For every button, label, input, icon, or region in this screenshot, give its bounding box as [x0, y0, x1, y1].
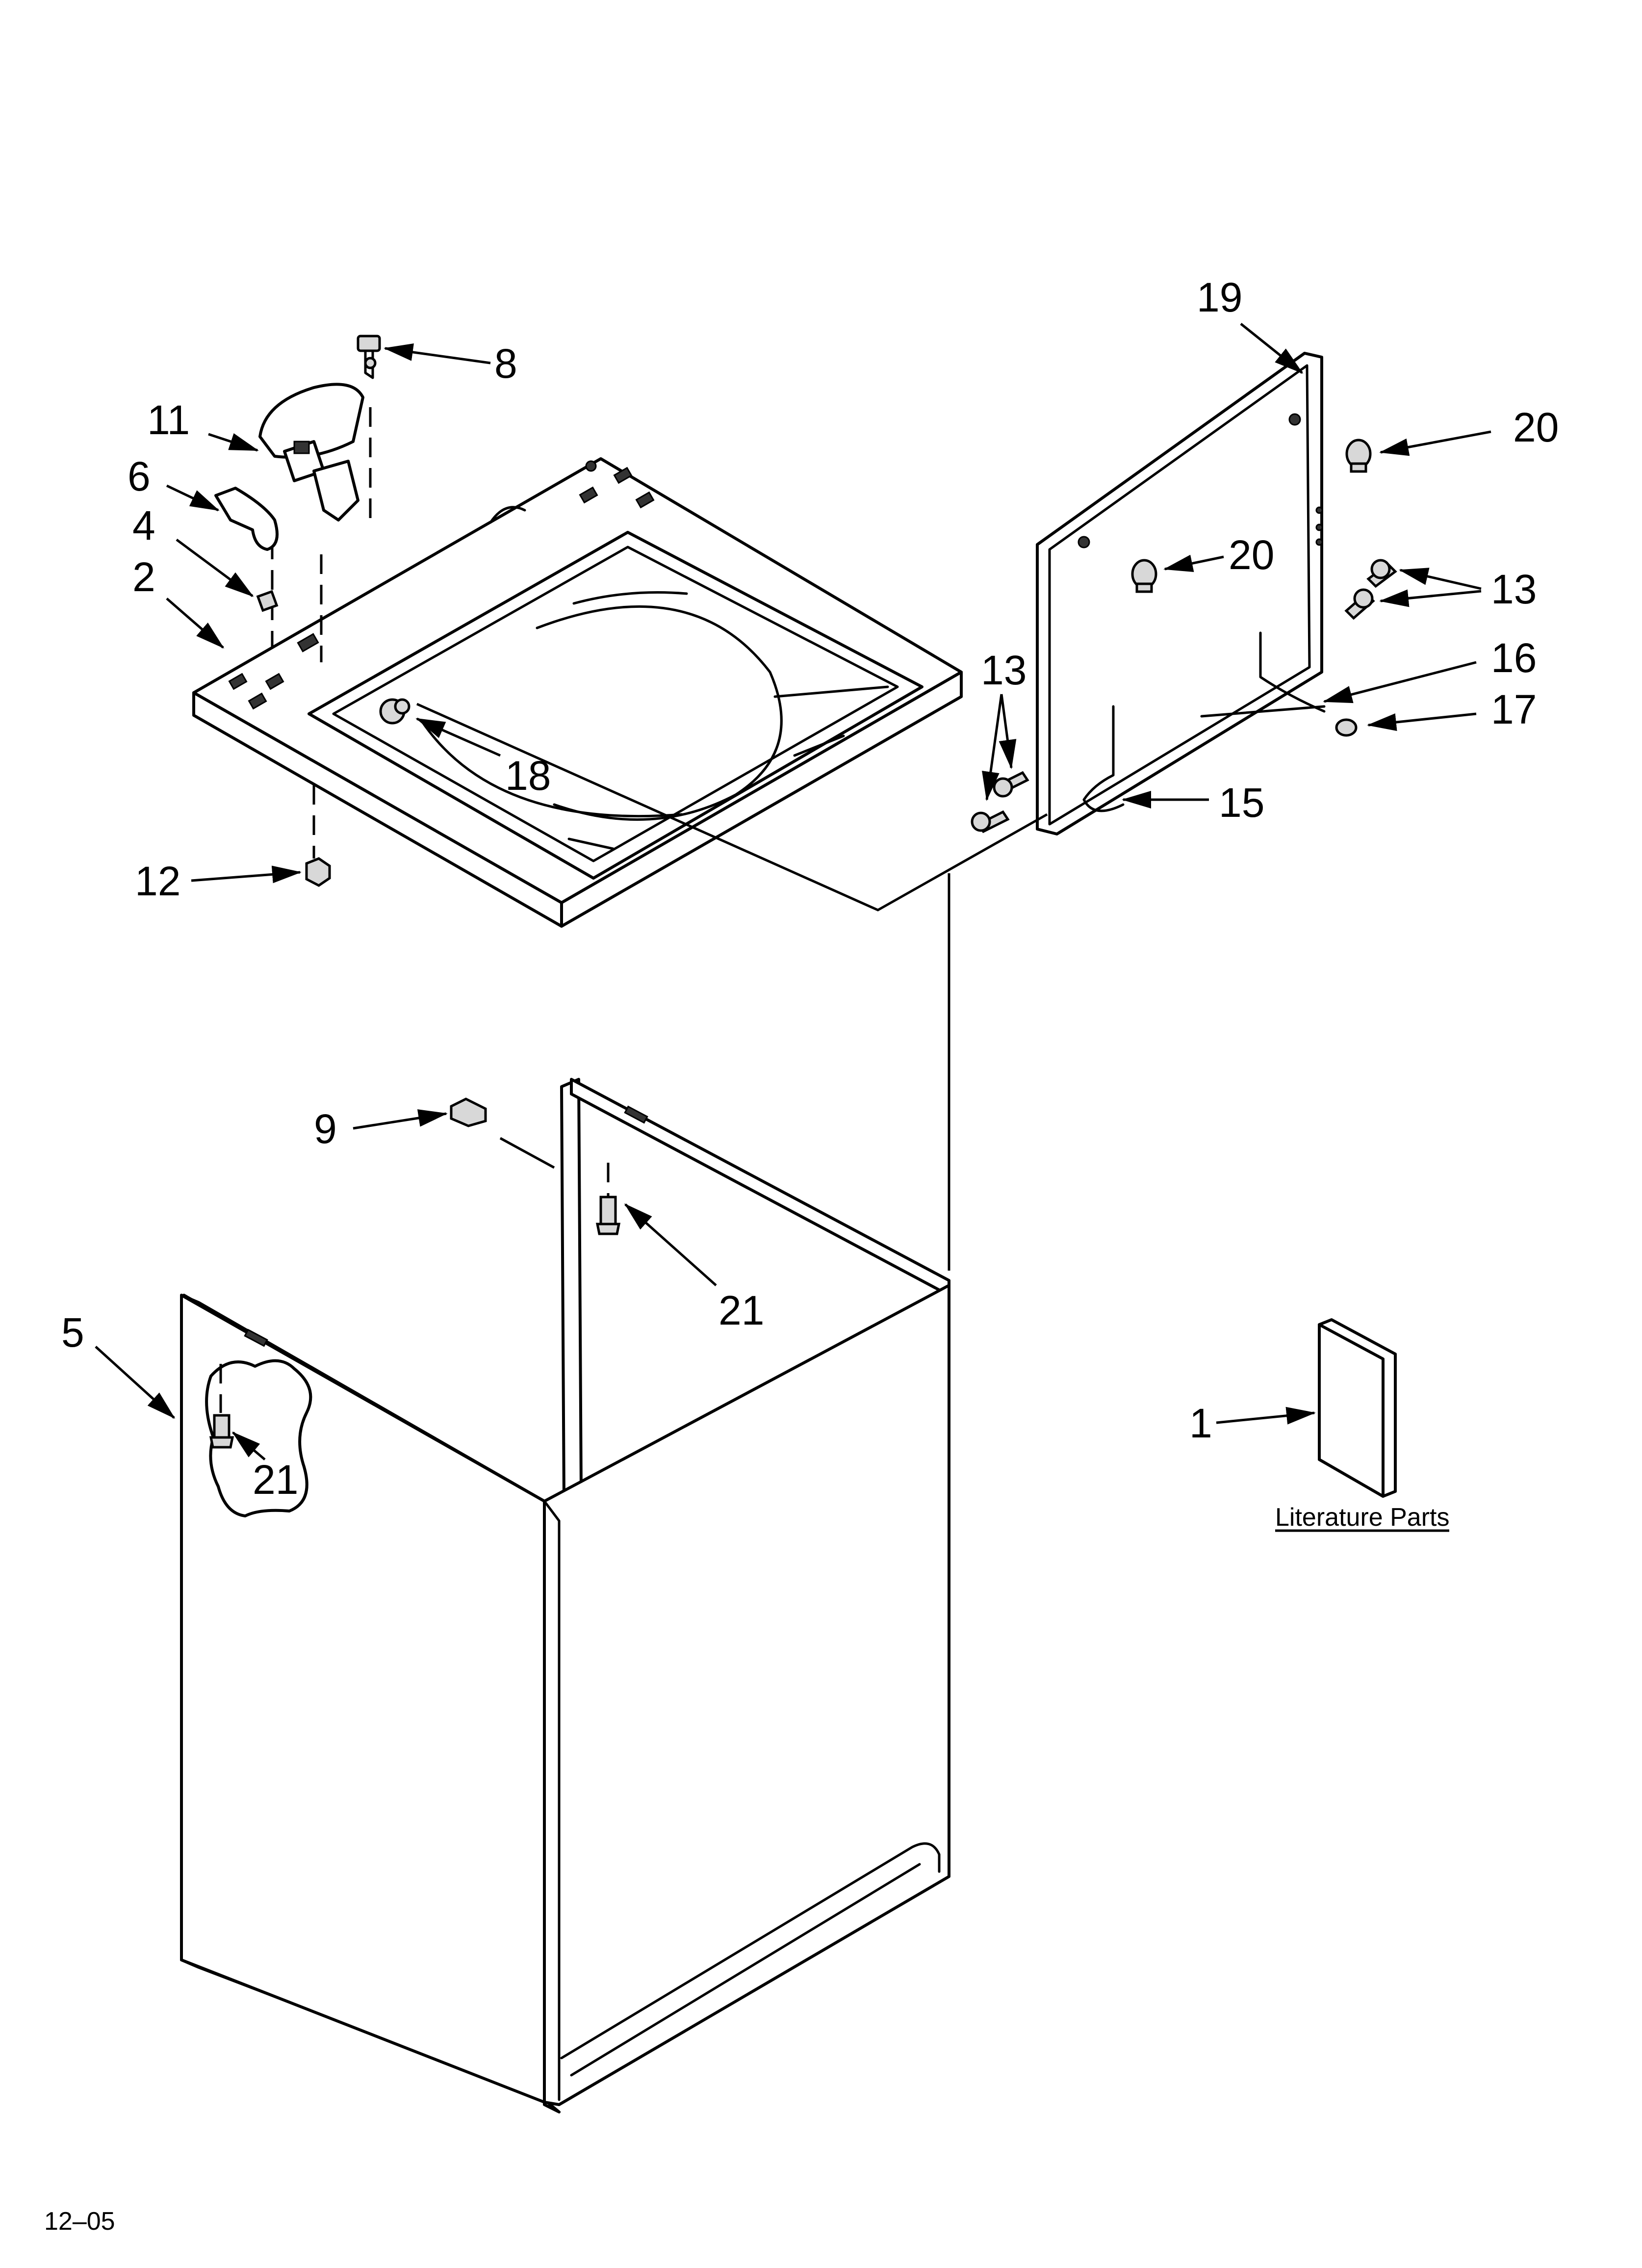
- screw-8: [357, 335, 381, 379]
- callout-4: 4: [132, 502, 155, 548]
- callout-18: 18: [505, 753, 551, 799]
- screw-13-right-b: [1344, 588, 1375, 620]
- callout-9: 9: [314, 1106, 337, 1152]
- callout-17: 17: [1491, 686, 1537, 732]
- callout-2: 2: [132, 554, 155, 600]
- assembly-line: [416, 703, 1048, 912]
- cap-17: [1335, 718, 1358, 737]
- screw-13-lower-b: [971, 810, 1010, 834]
- callout-21-lower: 21: [253, 1457, 298, 1503]
- bumper-20-top: [1345, 439, 1372, 473]
- top-panel: [192, 457, 963, 928]
- callout-leaders: [95, 323, 1491, 1460]
- screw-21-upper: [595, 1163, 621, 1235]
- callout-19: 19: [1197, 274, 1242, 320]
- cabinet-5: [180, 1078, 950, 2113]
- callout-21-upper: 21: [718, 1287, 764, 1333]
- literature-booklet-1: [1318, 1318, 1397, 1498]
- callout-15: 15: [1219, 780, 1264, 826]
- screw-9: [450, 1097, 487, 1127]
- callout-8: 8: [494, 340, 517, 387]
- callout-20-middle: 20: [1229, 532, 1274, 578]
- callout-13-right: 13: [1491, 566, 1537, 612]
- lid-switch-11: [258, 383, 364, 521]
- screw-21-lower: [209, 1414, 234, 1449]
- callout-20-top: 20: [1513, 404, 1559, 450]
- screw-13-lower-a: [993, 771, 1029, 798]
- callout-5: 5: [61, 1309, 84, 1356]
- callout-16: 16: [1491, 635, 1537, 681]
- nut-12: [305, 857, 331, 887]
- screw-13-right-a: [1366, 559, 1397, 588]
- revision-code: 12–05: [44, 2207, 115, 2236]
- bracket-4: [256, 590, 279, 612]
- callout-11: 11: [147, 397, 190, 443]
- literature-parts-caption: Literature Parts: [1275, 1503, 1450, 1532]
- callout-1: 1: [1189, 1400, 1212, 1446]
- lid-19: [1036, 352, 1323, 835]
- callout-12: 12: [135, 858, 180, 904]
- clip-6: [214, 487, 279, 551]
- assembly-line: [499, 1137, 555, 1169]
- callout-13-lower: 13: [981, 647, 1026, 693]
- bumper-20-middle: [1131, 559, 1157, 593]
- hinge-rod: [1082, 631, 1326, 812]
- callout-6: 6: [128, 453, 151, 499]
